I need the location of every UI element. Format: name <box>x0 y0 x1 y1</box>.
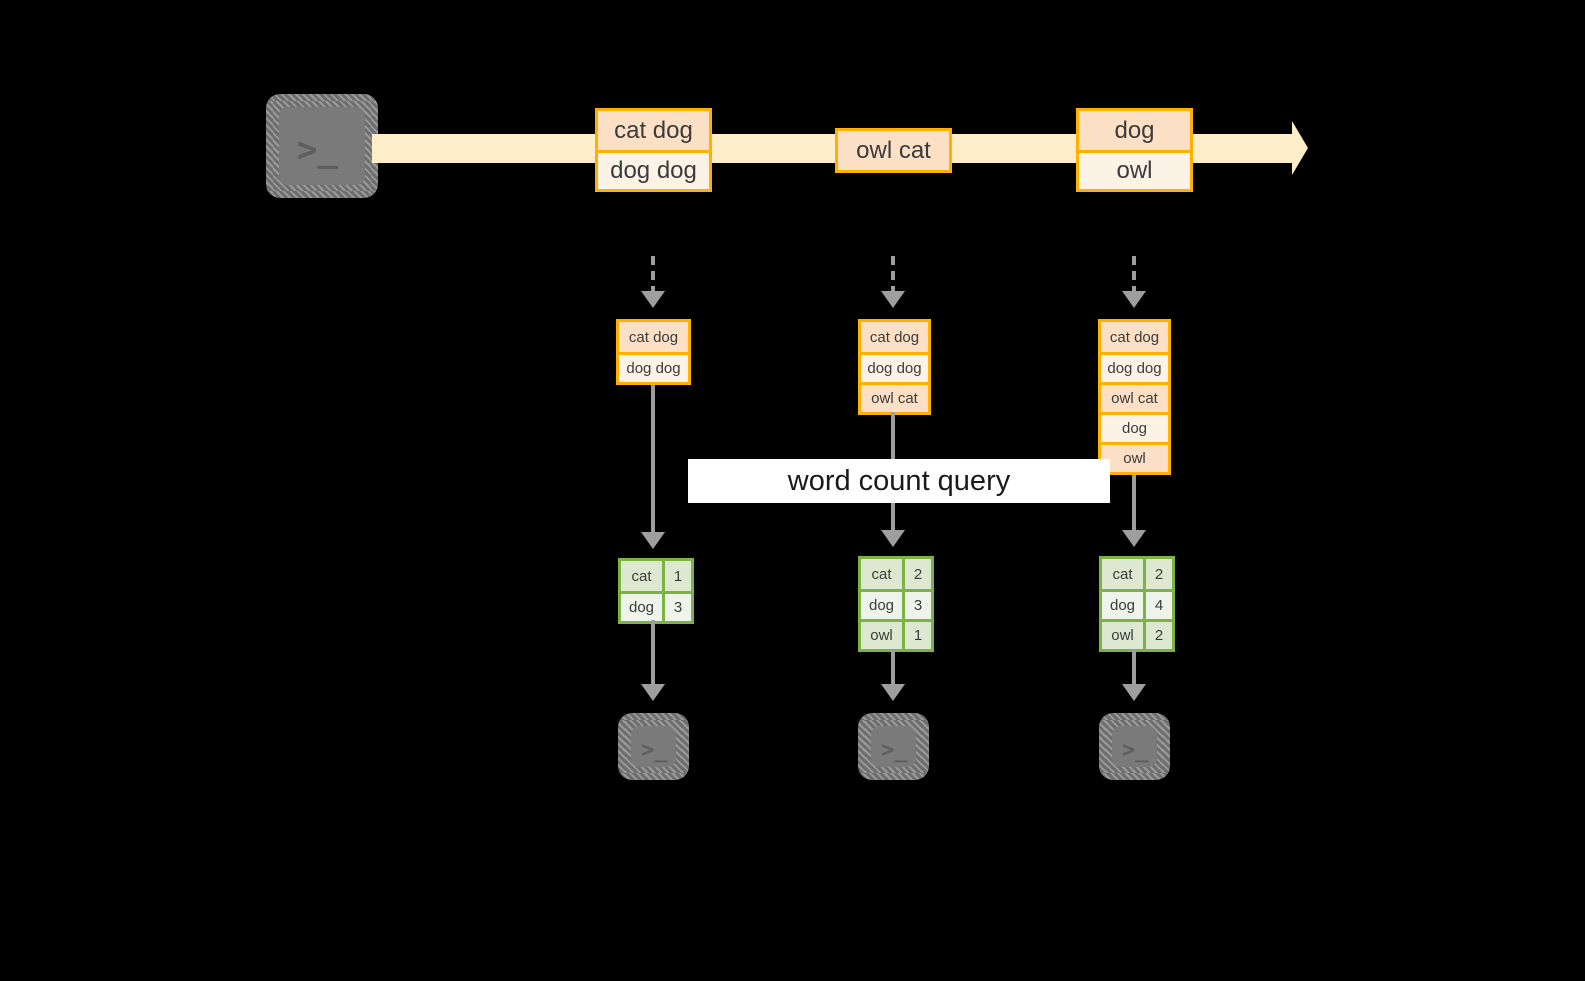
query-label-text: word count query <box>787 464 1011 497</box>
stream-to-input-arrowhead-1 <box>641 291 665 308</box>
result-word: cat <box>621 561 665 591</box>
input-to-result-connector-1 <box>651 385 655 532</box>
input-row: owl cat <box>861 382 928 412</box>
result-table-1: cat 1 dog 3 <box>618 558 694 624</box>
result-count: 2 <box>1146 622 1172 649</box>
terminal-screen: >_ <box>1112 726 1157 767</box>
input-table-2: cat dog dog dog owl cat <box>858 319 931 415</box>
stream-event-3: dog owl <box>1076 108 1193 192</box>
stream-event-row: dog <box>1079 111 1190 150</box>
result-word: dog <box>1102 592 1146 619</box>
result-word: cat <box>861 559 905 589</box>
result-to-sink-arrowhead-2 <box>881 684 905 701</box>
result-count: 2 <box>1146 559 1172 589</box>
result-row: cat 1 <box>621 561 691 591</box>
stream-to-input-connector-3 <box>1132 256 1136 291</box>
sink-terminal-icon-2: >_ <box>858 713 929 780</box>
result-to-sink-arrowhead-1 <box>641 684 665 701</box>
result-to-sink-arrowhead-3 <box>1122 684 1146 701</box>
terminal-prompt-glyph: >_ <box>297 130 338 170</box>
sink-terminal-icon-3: >_ <box>1099 713 1170 780</box>
terminal-prompt-glyph: >_ <box>1122 738 1149 763</box>
input-row: dog dog <box>861 352 928 382</box>
input-row: cat dog <box>861 322 928 352</box>
result-word: cat <box>1102 559 1146 589</box>
source-terminal-icon: >_ <box>266 94 378 198</box>
result-table-3: cat 2 dog 4 owl 2 <box>1099 556 1175 652</box>
sink-terminal-icon-1: >_ <box>618 713 689 780</box>
stream-to-input-connector-1 <box>651 256 655 291</box>
result-count: 4 <box>1146 592 1172 619</box>
terminal-screen: >_ <box>279 107 365 185</box>
result-row: owl 1 <box>861 619 931 649</box>
result-word: owl <box>1102 622 1146 649</box>
query-label: word count query <box>688 459 1110 503</box>
result-count: 3 <box>665 594 691 621</box>
result-row: dog 3 <box>621 591 691 621</box>
result-row: cat 2 <box>861 559 931 589</box>
input-row: cat dog <box>619 322 688 352</box>
result-to-sink-connector-3 <box>1132 650 1136 684</box>
result-row: owl 2 <box>1102 619 1172 649</box>
input-row: cat dog <box>1101 322 1168 352</box>
terminal-screen: >_ <box>631 726 676 767</box>
terminal-prompt-glyph: >_ <box>881 738 908 763</box>
result-word: dog <box>861 592 905 619</box>
stream-event-row: cat dog <box>598 111 709 150</box>
result-row: dog 4 <box>1102 589 1172 619</box>
result-row: cat 2 <box>1102 559 1172 589</box>
result-count: 1 <box>665 561 691 591</box>
input-row: owl <box>1101 442 1168 472</box>
input-row: dog dog <box>619 352 688 382</box>
input-row: owl cat <box>1101 382 1168 412</box>
stream-event-row: dog dog <box>598 150 709 189</box>
result-count: 3 <box>905 592 931 619</box>
result-table-2: cat 2 dog 3 owl 1 <box>858 556 934 652</box>
stream-arrow-head <box>1292 121 1308 175</box>
input-to-result-connector-3 <box>1132 475 1136 530</box>
result-count: 1 <box>905 622 931 649</box>
input-to-result-arrowhead-1 <box>641 532 665 549</box>
result-word: dog <box>621 594 665 621</box>
result-row: dog 3 <box>861 589 931 619</box>
input-row: dog <box>1101 412 1168 442</box>
result-to-sink-connector-1 <box>651 620 655 684</box>
result-word: owl <box>861 622 905 649</box>
stream-to-input-connector-2 <box>891 256 895 291</box>
input-row: dog dog <box>1101 352 1168 382</box>
stream-event-row: owl <box>1079 150 1190 189</box>
stream-to-input-arrowhead-2 <box>881 291 905 308</box>
stream-event-row: owl cat <box>838 131 949 170</box>
terminal-prompt-glyph: >_ <box>641 738 668 763</box>
stream-event-1: cat dog dog dog <box>595 108 712 192</box>
input-to-result-arrowhead-3 <box>1122 530 1146 547</box>
input-table-3: cat dog dog dog owl cat dog owl <box>1098 319 1171 475</box>
result-count: 2 <box>905 559 931 589</box>
input-table-1: cat dog dog dog <box>616 319 691 385</box>
terminal-screen: >_ <box>871 726 916 767</box>
result-to-sink-connector-2 <box>891 650 895 684</box>
input-to-result-arrowhead-2 <box>881 530 905 547</box>
stream-event-2: owl cat <box>835 128 952 173</box>
stream-to-input-arrowhead-3 <box>1122 291 1146 308</box>
